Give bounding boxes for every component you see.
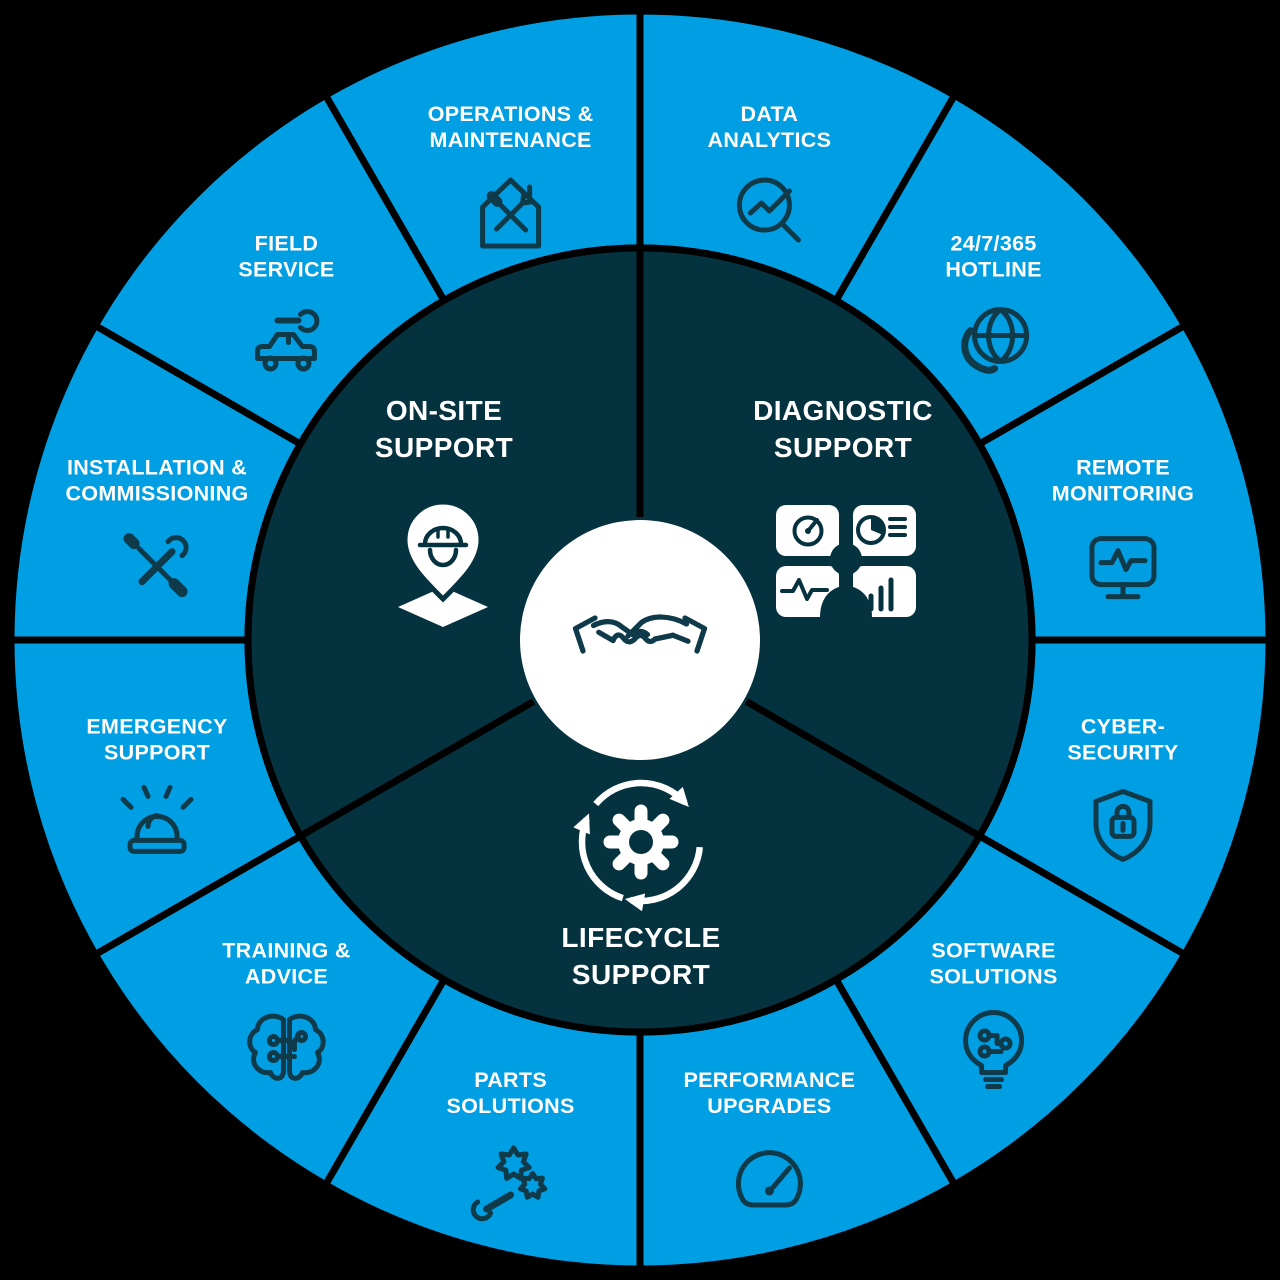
segment-label-line: SERVICE <box>238 257 334 281</box>
inner-sector-label-line: LIFECYCLE <box>561 922 720 953</box>
bulb-circuit-icon <box>963 1010 1025 1090</box>
segment-label-line: DATA <box>741 102 799 126</box>
segment-label-line: SOLUTIONS <box>929 965 1057 989</box>
monitor-pulse-icon <box>1089 536 1157 600</box>
segment-label-line: SOLUTIONS <box>447 1094 575 1118</box>
segment-label-line: TRAINING & <box>222 939 350 963</box>
screwdriver-wrench-icon <box>123 533 189 598</box>
sector-divider <box>744 698 979 838</box>
segment-label-line: EMERGENCY <box>86 714 227 738</box>
gear-cycle-icon <box>573 779 704 912</box>
house-tools-icon <box>480 177 542 249</box>
brain-circuit-icon <box>247 1013 326 1081</box>
segment-label-line: PARTS <box>474 1068 547 1092</box>
arrowhead <box>669 786 689 807</box>
center-circle <box>520 520 760 760</box>
sector-divider <box>301 698 536 838</box>
speedometer-icon <box>735 1150 803 1208</box>
segment-label-line: ANALYTICS <box>708 128 832 152</box>
inner-sector-label-line: ON-SITE <box>386 395 502 426</box>
gear-hole <box>629 830 653 854</box>
inner-sector-label-line: DIAGNOSTIC <box>753 395 933 426</box>
shield-lock-icon <box>1093 788 1153 862</box>
segment-label-line: ADVICE <box>245 965 328 989</box>
dashboard-person-icon <box>776 505 916 617</box>
gears-wrench-icon <box>470 1145 548 1222</box>
inner-sector-label-line: SUPPORT <box>572 959 710 990</box>
segment-label-line: UPGRADES <box>707 1094 831 1118</box>
segment-label-line: INSTALLATION & <box>67 456 247 480</box>
siren-icon <box>120 784 194 854</box>
segment-label-line: SOFTWARE <box>931 939 1055 963</box>
segment-label-line: FIELD <box>255 231 319 255</box>
segment-label-line: 24/7/365 <box>951 231 1037 255</box>
segment-label-line: COMMISSIONING <box>65 482 248 506</box>
segment-label-line: OPERATIONS & <box>428 102 594 126</box>
worker-pin-icon <box>398 499 488 627</box>
arrowhead <box>624 893 646 912</box>
segment-label-line: MAINTENANCE <box>430 128 592 152</box>
car-wrench-icon <box>254 308 320 372</box>
segment-label-line: MONITORING <box>1052 482 1194 506</box>
segment-label-line: PERFORMANCE <box>684 1068 856 1092</box>
segment-label-line: HOTLINE <box>945 257 1041 281</box>
segment-label-line: SECURITY <box>1067 740 1178 764</box>
inner-sector-label-line: SUPPORT <box>774 432 912 463</box>
segment-label-line: REMOTE <box>1076 456 1170 480</box>
globe-phone-icon <box>961 306 1030 374</box>
chart-magnifier-icon <box>736 177 801 243</box>
segment-label-line: CYBER- <box>1081 714 1165 738</box>
handshake-icon <box>572 614 708 654</box>
segment-label-line: SUPPORT <box>104 740 210 764</box>
arrowhead <box>573 813 590 835</box>
inner-sector-label-line: SUPPORT <box>375 432 513 463</box>
